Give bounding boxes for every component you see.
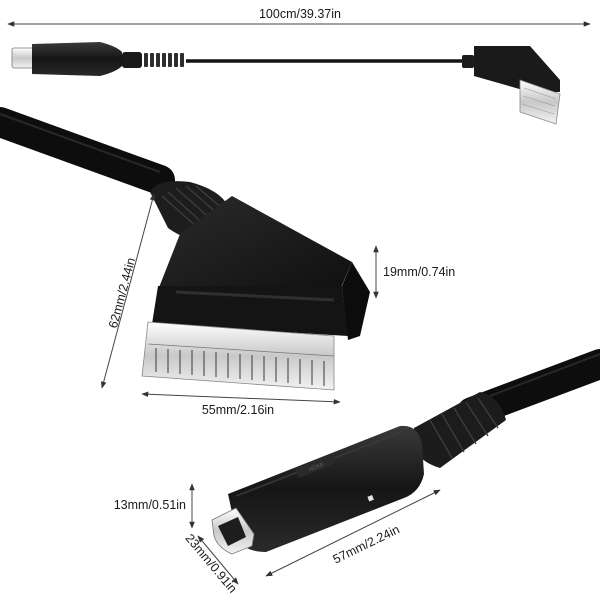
cable-length-label: 100cm/39.37in [259, 7, 341, 21]
hdmi-length-label: 57mm/2.24in [331, 522, 402, 566]
scart-pins [155, 348, 325, 386]
hdmi-strain-relief [414, 392, 506, 468]
scart-connector-large [0, 107, 370, 391]
scart-width-label: 55mm/2.16in [202, 403, 274, 417]
scart-connector-small [462, 46, 561, 125]
scart-height-label: 62mm/2.44in [106, 256, 138, 329]
scart-width-dimension-line [141, 391, 341, 405]
svg-text:HDMI: HDMI [308, 462, 325, 473]
scart-depth-label: 19mm/0.74in [383, 265, 455, 279]
hdmi-length-dimension-line [265, 489, 441, 577]
hdmi-width-dimension-line [197, 535, 239, 585]
hdmi-height-label: 13mm/0.51in [114, 498, 186, 512]
hdmi-connector-small [11, 42, 184, 76]
scart-height-dimension-line [100, 193, 156, 389]
cable-overview: 100cm/39.37in [7, 7, 591, 125]
